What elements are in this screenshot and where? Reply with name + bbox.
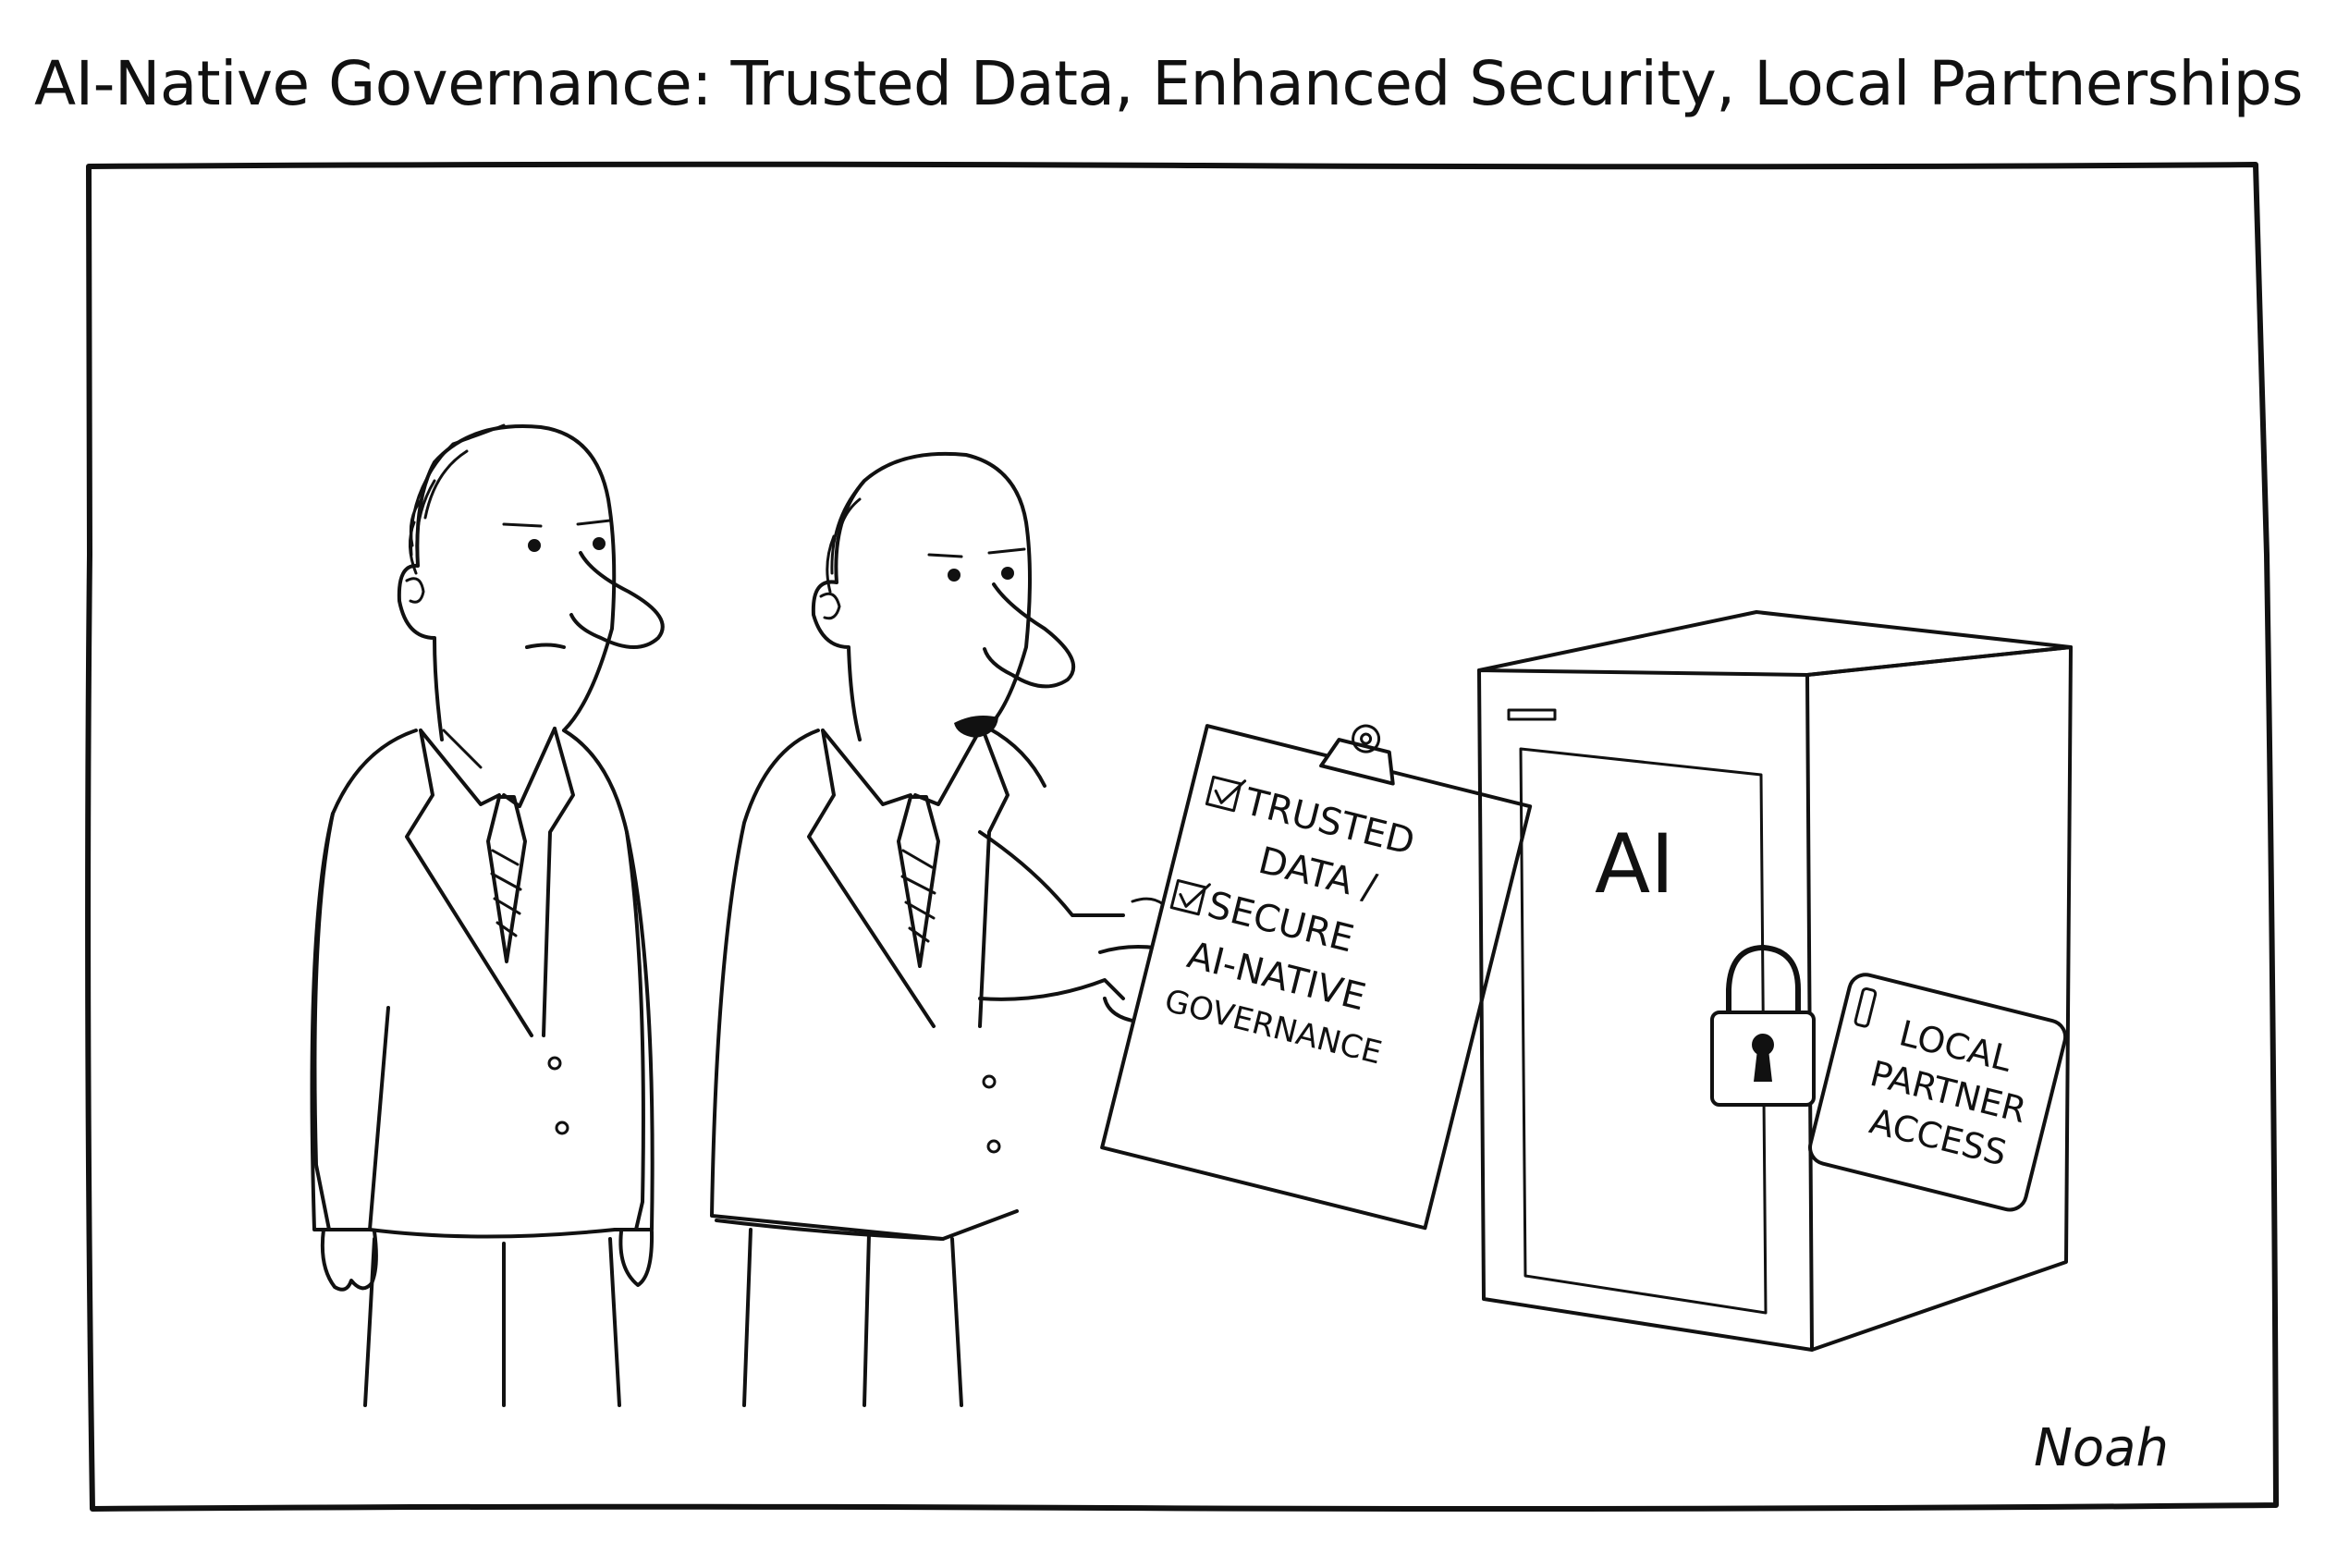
checkbox-icon <box>1205 775 1247 813</box>
artist-signature: Noah <box>2034 1418 2169 1478</box>
cartoon-caption: AI-Native Governance: Trusted Data, Enha… <box>34 48 2303 119</box>
panel-frame <box>85 161 2279 1512</box>
clipboard: TRUSTED DATA / SECURE AI-NATIVE GOVERNAN… <box>1100 724 1533 1231</box>
right-man <box>710 451 1197 1407</box>
ai-cabinet: AI LOCAL PARTNER ACCESS <box>1477 610 2073 1352</box>
clipboard-clip-icon <box>1319 724 1395 786</box>
checkbox-icon <box>1169 878 1211 916</box>
padlock-icon <box>1710 945 1816 1107</box>
left-man <box>310 423 665 1407</box>
local-partner-tag: LOCAL PARTNER ACCESS <box>1808 973 2068 1212</box>
cabinet-label: AI <box>1595 816 1674 912</box>
